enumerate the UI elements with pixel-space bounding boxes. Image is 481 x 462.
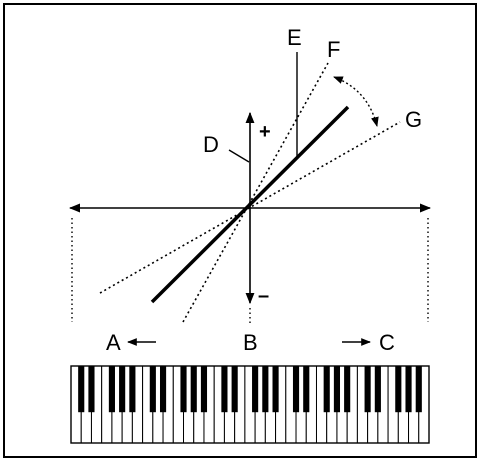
black-key bbox=[129, 366, 136, 413]
keyboard bbox=[70, 365, 430, 444]
black-key bbox=[344, 366, 351, 413]
black-key bbox=[190, 366, 197, 413]
black-key bbox=[149, 366, 156, 413]
black-key bbox=[272, 366, 279, 413]
label-f: F bbox=[327, 37, 340, 62]
black-key bbox=[262, 366, 269, 413]
black-key bbox=[180, 366, 187, 413]
black-key bbox=[364, 366, 371, 413]
label-c: C bbox=[379, 330, 395, 355]
label-d: D bbox=[203, 132, 219, 157]
keyboard-outline bbox=[70, 365, 430, 444]
black-key bbox=[415, 366, 422, 413]
black-key bbox=[323, 366, 330, 413]
label-a: A bbox=[106, 330, 121, 355]
steep-dotted-line bbox=[182, 62, 329, 323]
label-e: E bbox=[287, 25, 302, 50]
black-key bbox=[78, 366, 85, 413]
black-key bbox=[231, 366, 238, 413]
black-key bbox=[159, 366, 167, 413]
black-key bbox=[292, 366, 300, 413]
black-key bbox=[200, 366, 208, 413]
black-key bbox=[303, 366, 310, 413]
black-key bbox=[221, 366, 228, 413]
black-key bbox=[108, 366, 115, 413]
plus-sign: + bbox=[259, 121, 271, 143]
black-key bbox=[333, 366, 341, 413]
curved-double-arrow bbox=[333, 76, 379, 127]
minus-sign: – bbox=[258, 285, 269, 307]
black-key bbox=[374, 366, 381, 413]
black-key bbox=[395, 366, 402, 413]
label-b: B bbox=[243, 330, 258, 355]
black-key bbox=[252, 366, 259, 413]
d-leader-line bbox=[228, 149, 250, 163]
black-key bbox=[88, 366, 95, 413]
black-key bbox=[405, 366, 412, 413]
label-g: G bbox=[405, 107, 422, 132]
black-key bbox=[119, 366, 126, 413]
scaling-curve bbox=[150, 105, 350, 304]
